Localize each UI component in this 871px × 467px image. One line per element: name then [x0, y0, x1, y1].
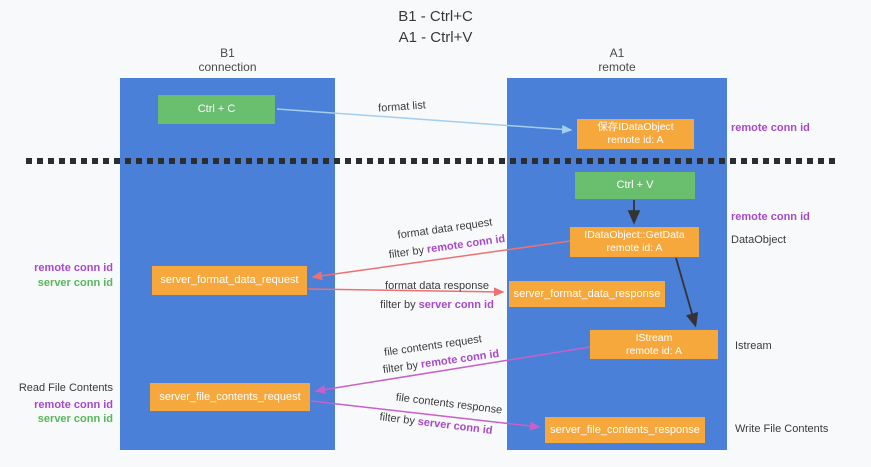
istream-line2: remote id: A — [625, 344, 683, 357]
right-remote-conn-id-1: remote conn id — [731, 122, 810, 134]
file-contents-response-arrow — [310, 400, 541, 431]
dashed-divider — [26, 158, 838, 164]
left-column-role: connection — [198, 60, 257, 74]
save-idataobject-line1: 保存IDataObject — [597, 121, 674, 133]
getdata-line2: remote id: A — [606, 242, 663, 254]
save-idataobject-node: 保存IDataObject remote id: A — [577, 119, 694, 149]
ctrl-c-label: Ctrl + C — [197, 103, 236, 115]
left-server-conn-id-1: server conn id — [37, 277, 113, 289]
ctrl-v-label: Ctrl + V — [616, 179, 654, 191]
format-data-response-arrow — [307, 287, 505, 297]
server-format-data-request-node: server_format_data_request — [152, 266, 307, 295]
left-column-name: B1 — [220, 46, 235, 60]
right-column-header: A1 remote — [507, 46, 727, 74]
server-file-contents-response-node: server_file_contents_response — [545, 417, 705, 443]
left-column-header: B1 connection — [120, 46, 335, 74]
filter-by-text-2: filter by — [380, 299, 416, 311]
server-file-contents-request-label: server_file_contents_request — [159, 390, 301, 403]
ctrl-c-node: Ctrl + C — [158, 95, 275, 124]
title-line-2: A1 - Ctrl+V — [398, 29, 473, 46]
right-remote-conn-id-2: remote conn id — [731, 211, 810, 223]
getdata-node: IDataObject::GetData remote id: A — [570, 227, 699, 257]
read-file-contents-label: Read File Contents — [18, 382, 113, 394]
server-conn-id-highlight-1: server conn id — [418, 299, 494, 311]
format-list-arrow — [276, 108, 573, 134]
server-format-data-request-label: server_format_data_request — [160, 274, 299, 286]
right-column-role: remote — [598, 60, 636, 74]
dataobject-label: DataObject — [731, 234, 787, 246]
istream-line1: IStream — [635, 331, 673, 344]
file-contents-request-arrow — [314, 346, 591, 395]
server-file-contents-request-node: server_file_contents_request — [150, 383, 310, 411]
write-file-contents-label: Write File Contents — [735, 423, 829, 435]
left-remote-conn-id-2: remote conn id — [34, 399, 113, 411]
getdata-line1: IDataObject::GetData — [584, 229, 685, 241]
server-file-contents-response-label: server_file_contents_response — [550, 423, 700, 436]
format-data-request-arrow — [311, 240, 571, 281]
server-format-data-response-label: server_format_data_response — [513, 287, 661, 300]
title-line-1: B1 - Ctrl+C — [398, 8, 473, 25]
ctrl-v-node: Ctrl + V — [575, 172, 695, 199]
left-server-conn-id-2: server conn id — [37, 413, 113, 425]
format-data-response-annotation: format data response — [385, 280, 489, 292]
istream-node: IStream remote id: A — [590, 330, 718, 359]
server-format-data-response-node: server_format_data_response — [509, 281, 665, 307]
right-column-name: A1 — [609, 46, 625, 60]
istream-side-label: Istream — [735, 340, 772, 352]
getdata-to-istream-arrow — [675, 257, 699, 328]
left-remote-conn-id-1: remote conn id — [34, 262, 113, 274]
diagram-title: B1 - Ctrl+C A1 - Ctrl+V — [0, 6, 871, 48]
save-idataobject-line2: remote id: A — [607, 134, 664, 146]
